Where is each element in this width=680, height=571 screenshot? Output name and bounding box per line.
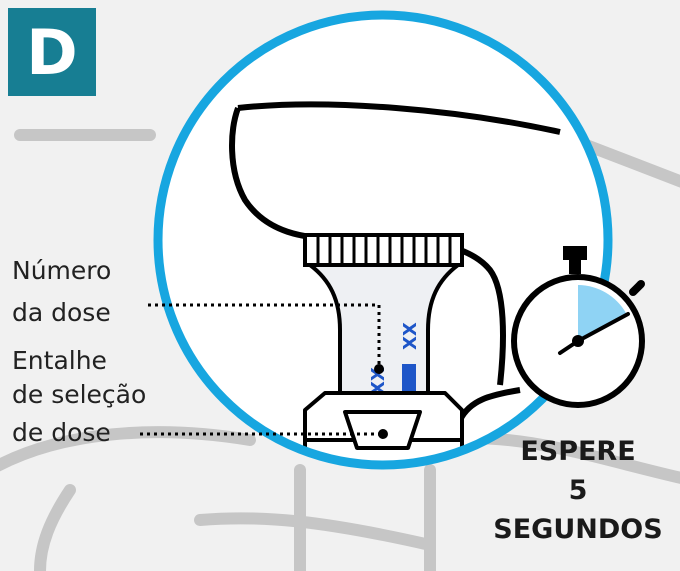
dose-number-label-line-1: Número: [12, 256, 112, 285]
wait-line-1: ESPERE: [520, 436, 636, 467]
magnifier-circle: XX XX: [153, 10, 613, 470]
dose-number-dot: [374, 364, 384, 374]
dose-number-label-line-2: da dose: [12, 298, 111, 327]
dial-mark-right: XX: [400, 322, 421, 350]
wait-line-2: 5: [568, 475, 588, 506]
notch-label-line-1: Entalhe: [12, 346, 107, 375]
wait-instruction: ESPERE 5 SEGUNDOS: [483, 432, 673, 549]
stopwatch-icon: [511, 246, 645, 408]
notch-label-line-2: de seleção: [12, 380, 147, 409]
notch-dot: [378, 429, 388, 439]
leader-lines: [140, 303, 381, 436]
dial-mark-left: XX: [368, 367, 389, 395]
step-badge: D: [8, 8, 96, 96]
wait-line-3: SEGUNDOS: [493, 514, 663, 545]
dose-indicator-bar: [402, 364, 416, 396]
notch-label-line-3: de dose: [12, 418, 111, 447]
